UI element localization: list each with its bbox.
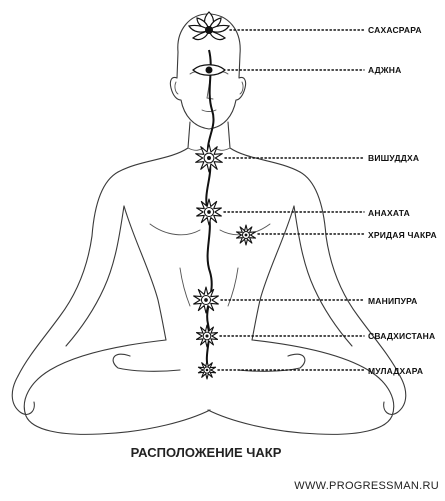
lotus-icon-anahata (196, 198, 222, 226)
lotus-icon-hridaya (235, 224, 257, 246)
trapezius-right (214, 147, 231, 151)
torso-right (251, 205, 295, 341)
lotus-center (205, 334, 209, 338)
label-anahata: АНАХАТА (368, 208, 410, 218)
abdomen-right (227, 267, 239, 307)
left-arm-outer (17, 171, 119, 377)
label-manipura: МАНИПУРА (368, 296, 418, 306)
lotus-center (207, 156, 211, 160)
right-foot (237, 353, 306, 372)
lotus-icon-vishuddha (195, 143, 223, 173)
trapezius-left (187, 147, 204, 151)
lotus-center (205, 368, 209, 372)
label-ajna: АДЖНА (368, 65, 401, 75)
lotus-icon-manipura (193, 286, 219, 314)
lotus-center (204, 298, 208, 302)
website-credit: WWW.PROGRESSMAN.RU (294, 480, 439, 492)
left-hand (11, 375, 35, 415)
leader-lines (217, 29, 365, 371)
right-ear (239, 81, 244, 95)
abdomen-left (179, 267, 191, 307)
pectoral-left (149, 223, 201, 236)
right-arm-outer (299, 171, 401, 377)
lotus-icon-muladhara (197, 360, 217, 380)
lotus-crown-icon (188, 11, 230, 41)
left-arm-inner (65, 205, 125, 347)
label-sahasrara: САХАСРАРА (368, 25, 422, 35)
right-hand (383, 375, 407, 415)
label-svadhisthana: СВАДХИСТАНА (368, 331, 435, 341)
diagram-caption: РАСПОЛОЖЕНИЕ ЧАКР (131, 445, 282, 460)
label-muladhara: МУЛАДХАРА (368, 366, 423, 376)
left-ear (174, 81, 179, 95)
eye-lotus-icon (192, 64, 226, 76)
lotus-center (244, 233, 248, 237)
label-hridaya: ХРИДАЯ ЧАКРА (368, 230, 437, 240)
lotus-layer (193, 143, 257, 380)
lotus-center (207, 210, 211, 214)
chakra-labels: САХАСРАРА АДЖНА ВИШУДДХА АНАХАТА ХРИДАЯ … (368, 25, 437, 376)
neck-left (117, 121, 191, 173)
left-thigh (23, 339, 211, 435)
meditating-figure (11, 13, 407, 435)
right-arm-inner (293, 205, 353, 347)
neck-right (227, 121, 301, 173)
left-foot (112, 353, 181, 372)
label-vishuddha: ВИШУДДХА (368, 153, 419, 163)
right-thigh (207, 339, 395, 435)
torso-left (123, 205, 167, 341)
chakra-symbols (188, 11, 257, 380)
lotus-icon-svadhisthana (195, 324, 219, 348)
head-outline (169, 13, 247, 130)
mouth (201, 109, 217, 112)
